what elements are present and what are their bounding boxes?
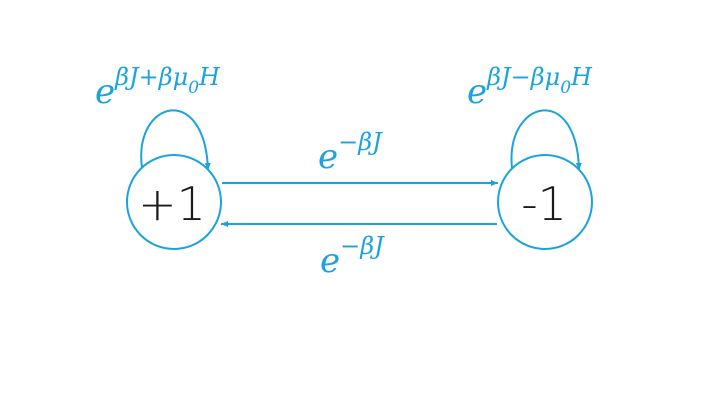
self-loop-arrow-minus-one bbox=[510, 109, 582, 171]
self-loop-label-minus-one: eβJ−βμ0H bbox=[467, 63, 593, 112]
transition-label-plus-to-minus: e−βJ bbox=[318, 128, 383, 177]
state-node-plus-one: +1 bbox=[126, 154, 222, 250]
state-label-plus-one: +1 bbox=[138, 177, 206, 231]
state-label-minus-one: -1 bbox=[521, 177, 567, 231]
state-circle-plus-one bbox=[126, 154, 222, 250]
self-loop-label-plus-one: eβJ+βμ0H bbox=[95, 63, 221, 112]
self-loop-arrow-plus-one bbox=[140, 109, 211, 171]
state-node-minus-one: -1 bbox=[497, 154, 593, 250]
transition-label-minus-to-plus: e−βJ bbox=[320, 232, 385, 281]
state-circle-minus-one bbox=[497, 154, 593, 250]
